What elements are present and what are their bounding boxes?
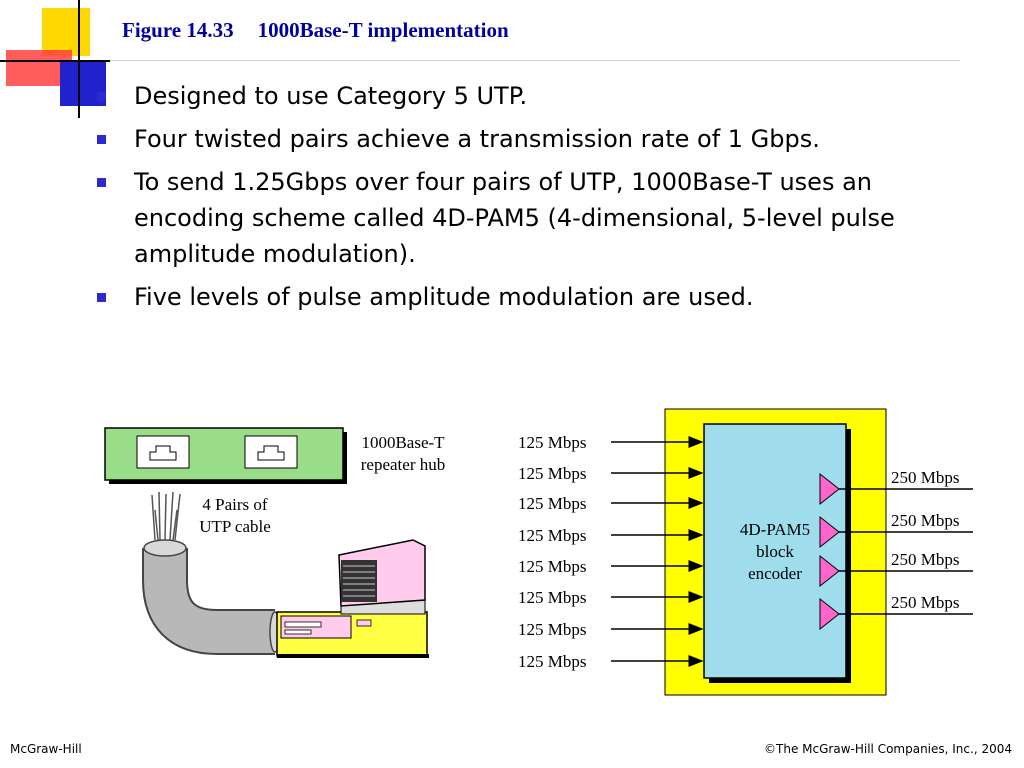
corner-decoration	[0, 0, 110, 120]
footer-copyright: ©The McGraw-Hill Companies, Inc., 2004	[764, 742, 1012, 756]
hub-diagram: 1000Base-T repeater hub 4 Pairs of UTP c…	[104, 427, 445, 658]
output-rate-label: 250 Mbps	[891, 511, 959, 530]
encoder-diagram: 4D-PAM5 block encoder 125 Mbps 125 Mbps 12…	[518, 408, 973, 696]
encoder-label: block	[756, 542, 794, 561]
bullet-item: Five levels of pulse amplitude modulatio…	[97, 279, 967, 315]
bullet-text: Five levels of pulse amplitude modulatio…	[134, 283, 754, 311]
hub-port	[136, 435, 190, 469]
input-rate-label: 125 Mbps	[518, 557, 586, 576]
input-rate-label: 125 Mbps	[518, 652, 586, 671]
driver-triangle	[819, 554, 840, 588]
utp-cable	[144, 548, 275, 653]
input-rate-label: 125 Mbps	[518, 526, 586, 545]
page-title: Figure 14.33 1000Base-T implementation	[122, 18, 509, 43]
bullet-item: To send 1.25Gbps over four pairs of UTP,…	[97, 164, 967, 272]
output-rate-label: 250 Mbps	[891, 550, 959, 569]
bullet-item: Designed to use Category 5 UTP.	[97, 78, 967, 114]
bullet-list: Designed to use Category 5 UTP. Four twi…	[97, 78, 967, 322]
bullet-text: Four twisted pairs achieve a transmissio…	[134, 125, 820, 153]
output-rate-label: 250 Mbps	[891, 593, 959, 612]
input-rate-label: 125 Mbps	[518, 588, 586, 607]
encoder-block	[703, 423, 847, 679]
bullet-icon	[97, 135, 106, 144]
bullet-icon	[97, 178, 106, 187]
input-rate-label: 125 Mbps	[518, 620, 586, 639]
driver-triangle	[819, 472, 840, 506]
bullet-text: To send 1.25Gbps over four pairs of UTP,…	[134, 168, 895, 268]
bullet-icon	[97, 293, 106, 302]
input-rate-label: 125 Mbps	[518, 494, 586, 513]
cable-label: UTP cable	[199, 517, 271, 536]
hub-label: 1000Base-T	[361, 433, 445, 452]
hub-label: repeater hub	[361, 455, 445, 474]
bullet-text: Designed to use Category 5 UTP.	[134, 82, 528, 110]
input-rate-label: 125 Mbps	[518, 464, 586, 483]
output-rate-label: 250 Mbps	[891, 468, 959, 487]
computer-icon	[276, 539, 429, 658]
encoder-label: encoder	[748, 564, 802, 583]
bullet-icon	[97, 92, 106, 101]
input-rate-label: 125 Mbps	[518, 433, 586, 452]
figure-title: 1000Base-T implementation	[257, 18, 509, 42]
cable-label: 4 Pairs of	[202, 495, 268, 514]
bullet-item: Four twisted pairs achieve a transmissio…	[97, 121, 967, 157]
hub-port	[244, 435, 298, 469]
wire-bundle	[151, 491, 181, 541]
figure-number: Figure 14.33	[122, 18, 234, 42]
encoder-label: 4D-PAM5	[740, 520, 810, 539]
driver-triangle	[819, 515, 840, 549]
driver-triangle	[819, 597, 840, 631]
title-rule	[110, 60, 960, 61]
footer-publisher: McGraw-Hill	[10, 742, 82, 756]
